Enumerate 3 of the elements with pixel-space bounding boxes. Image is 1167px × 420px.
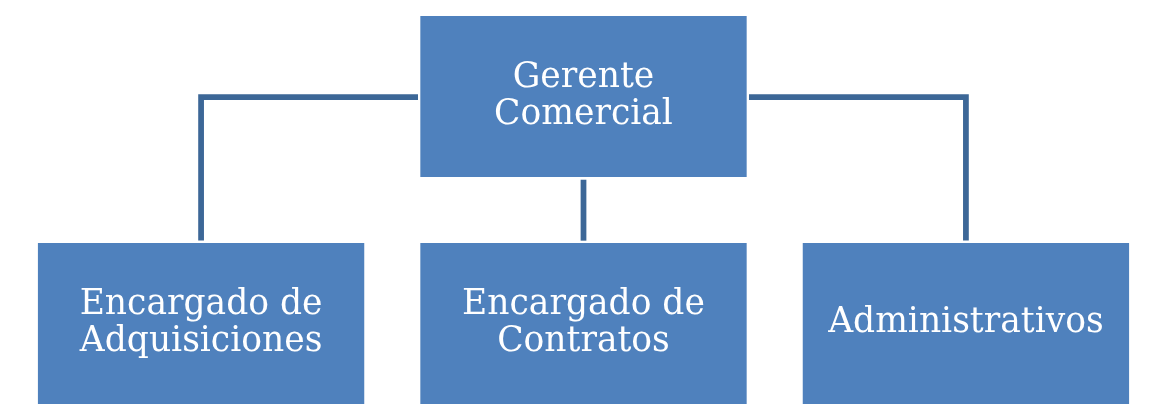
connector: [580, 179, 587, 241]
connector: [198, 94, 418, 241]
connector: [749, 94, 969, 241]
